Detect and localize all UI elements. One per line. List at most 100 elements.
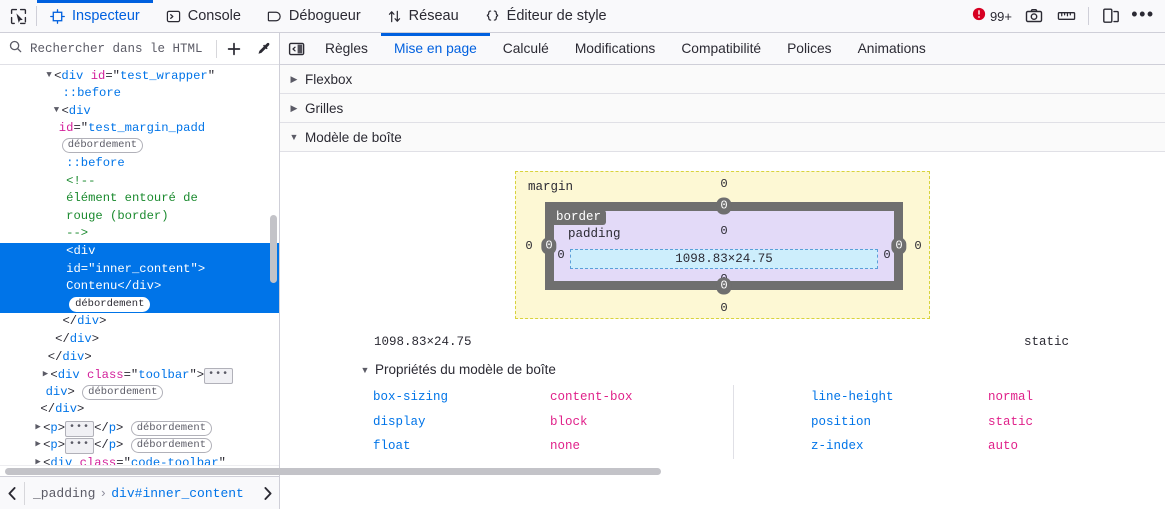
search-input[interactable] (28, 40, 214, 57)
markup-vertical-scrollbar[interactable] (270, 215, 277, 283)
border-bottom-value[interactable]: 0 (716, 277, 732, 295)
markup-row[interactable]: élément entouré de (0, 190, 279, 208)
overflow-badge[interactable]: débordement (61, 138, 144, 154)
section-flexbox[interactable]: ▶ Flexbox (280, 65, 1165, 94)
plus-icon[interactable] (219, 34, 249, 64)
markup-row[interactable]: </div> (0, 401, 279, 419)
ruler-icon[interactable] (1052, 3, 1080, 29)
markup-row-selected[interactable]: débordement (0, 295, 279, 314)
property-name[interactable]: box-sizing (373, 390, 449, 404)
markup-row[interactable]: id="test_margin_padd (0, 120, 279, 138)
overflow-badge[interactable]: débordement (69, 296, 151, 312)
overflow-badge[interactable]: débordement (130, 420, 212, 436)
tab-animations[interactable]: Animations (845, 33, 939, 64)
markup-row-selected[interactable]: id="inner_content"> (0, 260, 279, 279)
padding-top-value[interactable]: 0 (720, 224, 728, 238)
markup-row[interactable]: div> débordement (0, 384, 279, 402)
chevron-right-icon[interactable]: ▶ (35, 457, 41, 465)
chevron-down-icon[interactable]: ▼ (46, 70, 52, 80)
property-name[interactable]: line-height (811, 390, 894, 404)
markup-row[interactable]: ::before (0, 85, 279, 103)
markup-tag: div (62, 349, 85, 364)
box-model-margin-region[interactable]: margin 0 0 0 0 border padding 1098.8 (515, 171, 930, 319)
markup-row[interactable]: rouge (border) (0, 208, 279, 226)
eyedropper-icon[interactable] (249, 34, 279, 64)
padding-right-value[interactable]: 0 (883, 248, 891, 262)
margin-right-value[interactable]: 0 (914, 239, 922, 253)
markup-attr: id (66, 261, 81, 276)
markup-row[interactable]: <!-- (0, 173, 279, 191)
collapsed-children-icon[interactable]: ••• (65, 438, 95, 455)
margin-top-value[interactable]: 0 (720, 177, 728, 191)
chevron-down-icon[interactable]: ▼ (53, 105, 60, 116)
markup-row[interactable]: </div> (0, 313, 279, 331)
markup-row[interactable]: </div> (0, 349, 279, 367)
border-top-value[interactable]: 0 (716, 197, 732, 215)
padding-left-value[interactable]: 0 (557, 248, 565, 262)
tab-console[interactable]: Console (153, 0, 254, 32)
markup-row-selected[interactable]: Contenu</div> (0, 278, 279, 296)
property-name[interactable]: position (811, 414, 872, 429)
tab-rules[interactable]: Règles (312, 33, 381, 64)
markup-row[interactable]: </div> (0, 331, 279, 349)
section-box-model[interactable]: ▼ Modèle de boîte (280, 123, 1165, 152)
tab-computed[interactable]: Calculé (490, 33, 562, 64)
property-name[interactable]: z-index (811, 439, 864, 453)
border-right-value[interactable]: 0 (891, 237, 907, 255)
tab-debugger[interactable]: Débogueur (254, 0, 374, 32)
border-left-value[interactable]: 0 (541, 237, 557, 255)
tab-style-editor[interactable]: Éditeur de style (472, 0, 620, 32)
markup-row[interactable]: ::before (0, 155, 279, 173)
more-options-icon[interactable]: ••• (1129, 3, 1157, 29)
overflow-badge[interactable]: débordement (82, 384, 164, 400)
element-picker-icon[interactable] (0, 0, 36, 32)
margin-left-value[interactable]: 0 (525, 239, 533, 253)
camera-icon[interactable] (1020, 3, 1048, 29)
markup-horizontal-scroll-thumb[interactable] (5, 468, 661, 475)
margin-bottom-value[interactable]: 0 (720, 301, 728, 315)
tab-changes[interactable]: Modifications (562, 33, 669, 64)
tab-fonts[interactable]: Polices (774, 33, 844, 64)
error-count-badge[interactable]: 99+ (968, 7, 1016, 26)
overflow-badge[interactable]: débordement (130, 438, 212, 454)
responsive-design-mode-icon[interactable] (1097, 3, 1125, 29)
tab-layout[interactable]: Mise en page (380, 33, 490, 64)
chevron-right-icon[interactable] (255, 486, 279, 501)
chevron-right-icon[interactable]: ▶ (35, 421, 41, 432)
chevron-right-icon[interactable]: ▶ (35, 439, 41, 450)
breadcrumb-item[interactable]: _padding (33, 485, 96, 501)
property-name[interactable]: float (373, 439, 411, 453)
markup-punct (80, 368, 87, 382)
markup-punct: </ (94, 420, 109, 435)
property-value[interactable]: normal (988, 390, 1034, 404)
toggle-sidebar-icon[interactable] (280, 33, 312, 64)
chevron-right-icon[interactable]: ▶ (42, 369, 49, 380)
chevron-left-icon[interactable] (0, 486, 24, 501)
property-value[interactable]: static (988, 414, 1034, 429)
tab-compatibility[interactable]: Compatibilité (668, 33, 774, 64)
section-grids[interactable]: ▶ Grilles (280, 94, 1165, 123)
markup-row[interactable]: ▶<div class="code-toolbar" (0, 454, 279, 465)
breadcrumb-item[interactable]: div#inner_content (111, 485, 244, 501)
markup-row[interactable]: ▶<p>•••</p> débordement (0, 419, 279, 437)
markup-row[interactable]: ▼<div (0, 102, 279, 120)
property-value[interactable]: none (550, 439, 581, 453)
box-model-properties-header[interactable]: ▼ Propriétés du modèle de boîte (280, 349, 1165, 382)
property-value[interactable]: auto (988, 439, 1019, 453)
tab-network[interactable]: Réseau (374, 0, 472, 32)
markup-row[interactable]: --> (0, 225, 279, 243)
property-value[interactable]: block (550, 414, 588, 429)
collapsed-children-icon[interactable]: ••• (204, 368, 234, 385)
collapsed-children-icon[interactable]: ••• (65, 420, 95, 437)
markup-row[interactable]: débordement (0, 137, 279, 155)
markup-horizontal-scrollbar[interactable] (0, 465, 661, 476)
markup-row[interactable]: ▶<div class="toolbar">••• (0, 366, 279, 385)
property-name[interactable]: display (373, 414, 426, 429)
markup-row[interactable]: ▶<p>•••</p> débordement (0, 436, 279, 455)
box-model-content-region[interactable]: 1098.83×24.75 (570, 249, 878, 269)
tab-inspector[interactable]: Inspecteur (37, 0, 153, 32)
markup-row-selected[interactable]: <div (0, 242, 279, 261)
markup-row[interactable]: ▼<div id="test_wrapper" (0, 67, 279, 85)
property-value[interactable]: content-box (550, 390, 633, 404)
